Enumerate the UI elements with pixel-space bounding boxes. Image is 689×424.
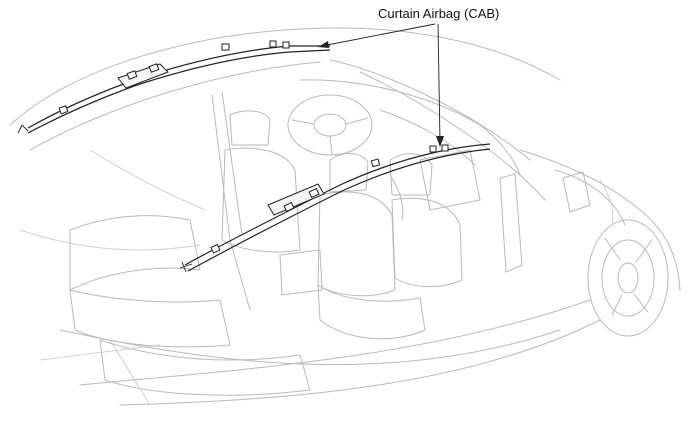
car-body-outline	[9, 27, 681, 406]
curtain-airbag-right	[179, 143, 491, 273]
callout-leaders	[318, 23, 444, 147]
curtain-airbag-left	[17, 40, 331, 134]
callout-label: Curtain Airbag (CAB)	[378, 6, 500, 21]
